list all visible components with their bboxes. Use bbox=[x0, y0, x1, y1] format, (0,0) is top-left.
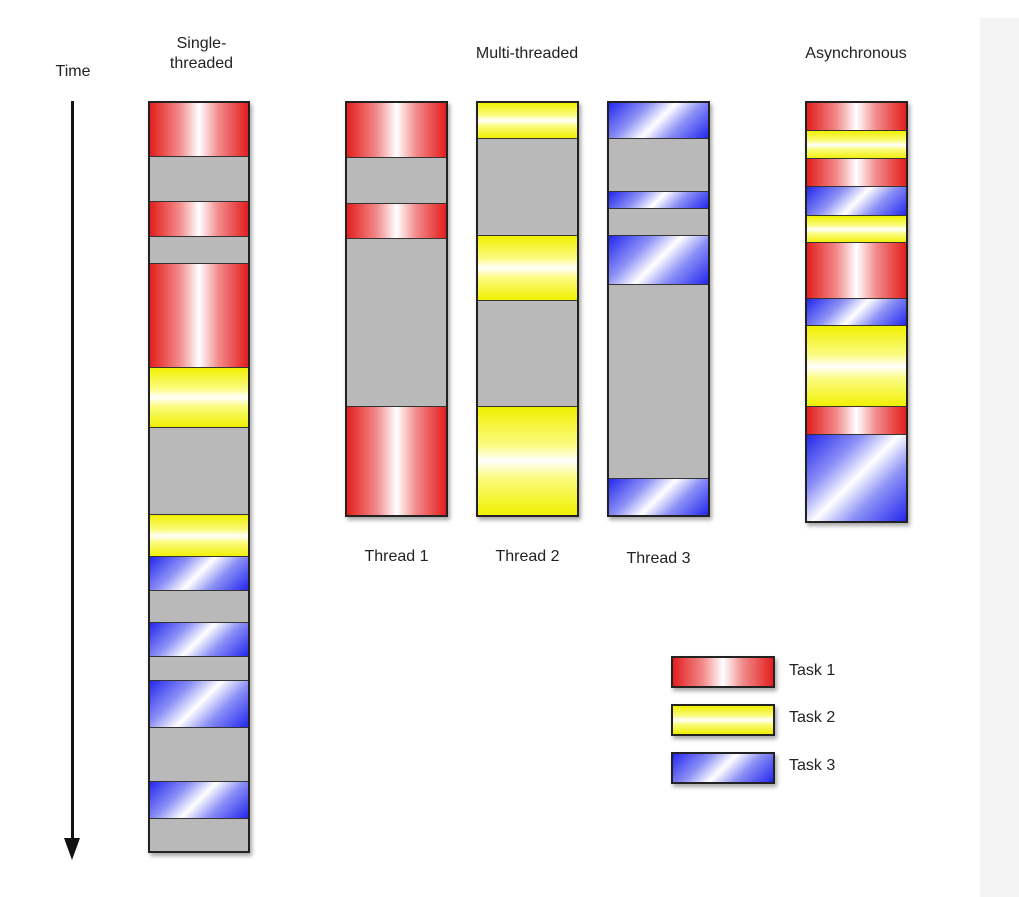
single-task2-segment bbox=[150, 367, 248, 428]
legend-swatch-task-2 bbox=[671, 704, 775, 736]
thread3-task3-segment bbox=[609, 478, 708, 515]
thread3-task3-segment bbox=[609, 191, 708, 209]
thread2-task2-segment bbox=[478, 406, 577, 515]
thread3-task3-segment bbox=[609, 103, 708, 139]
async-task1-segment bbox=[807, 242, 906, 300]
right-margin-strip bbox=[980, 18, 1019, 897]
legend-label-task-3: Task 3 bbox=[789, 757, 836, 774]
async-task3-segment bbox=[807, 186, 906, 217]
asynchronous-title: Asynchronous bbox=[805, 45, 907, 62]
legend-label-task-1: Task 1 bbox=[789, 662, 836, 679]
single-task3-segment bbox=[150, 781, 248, 819]
asynchronous-column bbox=[805, 101, 908, 523]
time-arrow-line bbox=[71, 101, 74, 841]
time-label: Time bbox=[55, 63, 91, 80]
thread2-task2-segment bbox=[478, 235, 577, 301]
legend-swatch-task-1 bbox=[671, 656, 775, 688]
thread1-task1-segment bbox=[347, 103, 446, 158]
legend-swatch-task-3 bbox=[671, 752, 775, 784]
single-task3-segment bbox=[150, 556, 248, 591]
thread1-task1-segment bbox=[347, 406, 446, 515]
thread-3-label: Thread 3 bbox=[626, 550, 691, 567]
thread-3-column bbox=[607, 101, 710, 517]
async-task1-segment bbox=[807, 158, 906, 188]
async-task1-segment bbox=[807, 103, 906, 132]
single-threaded-column bbox=[148, 101, 250, 853]
thread-2-label: Thread 2 bbox=[495, 548, 560, 565]
thread1-task1-segment bbox=[347, 203, 446, 239]
thread2-task2-segment bbox=[478, 103, 577, 139]
time-arrow-head bbox=[64, 838, 80, 860]
async-task2-segment bbox=[807, 215, 906, 244]
thread-1-column bbox=[345, 101, 448, 517]
single-task3-segment bbox=[150, 622, 248, 657]
single-task3-segment bbox=[150, 680, 248, 728]
async-task1-segment bbox=[807, 406, 906, 436]
thread3-task3-segment bbox=[609, 235, 708, 285]
legend-label-task-2: Task 2 bbox=[789, 709, 836, 726]
async-task2-segment bbox=[807, 130, 906, 160]
single-task1-segment bbox=[150, 201, 248, 237]
thread-2-column bbox=[476, 101, 579, 517]
async-task2-segment bbox=[807, 325, 906, 408]
single-threaded-title: Single- threaded bbox=[169, 35, 234, 72]
multi-threaded-title: Multi-threaded bbox=[475, 45, 579, 62]
single-task1-segment bbox=[150, 263, 248, 369]
async-task3-segment bbox=[807, 434, 906, 521]
async-task3-segment bbox=[807, 298, 906, 327]
single-task1-segment bbox=[150, 103, 248, 157]
thread-1-label: Thread 1 bbox=[364, 548, 429, 565]
single-task2-segment bbox=[150, 514, 248, 558]
